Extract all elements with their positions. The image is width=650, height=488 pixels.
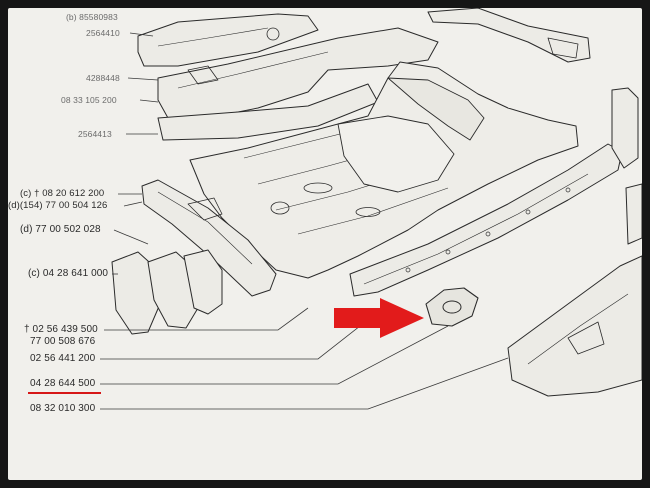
label-p5: 08 32 010 300 [30, 403, 96, 414]
label-p4: 04 28 644 500 [30, 378, 96, 389]
label-top-4: 2564413 [78, 129, 112, 139]
label-p2: 77 00 508 676 [30, 336, 96, 347]
part-top-crossmember [137, 13, 319, 67]
label-c1: (c) † 08 20 612 200 [20, 188, 105, 199]
exploded-parts-diagram [100, 8, 642, 410]
red-arrow-icon [334, 298, 424, 338]
label-c2: (c) 04 28 641 000 [28, 268, 109, 279]
highlight-underline [28, 392, 101, 394]
label-p3: 02 56 441 200 [30, 353, 96, 364]
label-d1: (d)(154) 77 00 504 126 [8, 200, 108, 211]
part-right-panel [507, 255, 642, 397]
label-p1: † 02 56 439 500 [24, 324, 98, 335]
label-top-b: (b) 85580983 [66, 12, 118, 22]
label-top-3: 08 33 105 200 [61, 95, 117, 105]
part-upper-right-bracket [427, 8, 591, 63]
part-small-bracket-a [111, 251, 161, 335]
part-front-crossbar [349, 143, 623, 297]
catalog-page: (b) 85580983 2564410 4288448 08 33 105 2… [8, 8, 642, 480]
label-top-1: 2564410 [86, 28, 120, 38]
part-highlighted-plate [425, 287, 479, 327]
part-side-bracket [141, 179, 277, 297]
label-d2: (d) 77 00 502 028 [20, 224, 101, 235]
label-top-2: 4288448 [86, 73, 120, 83]
